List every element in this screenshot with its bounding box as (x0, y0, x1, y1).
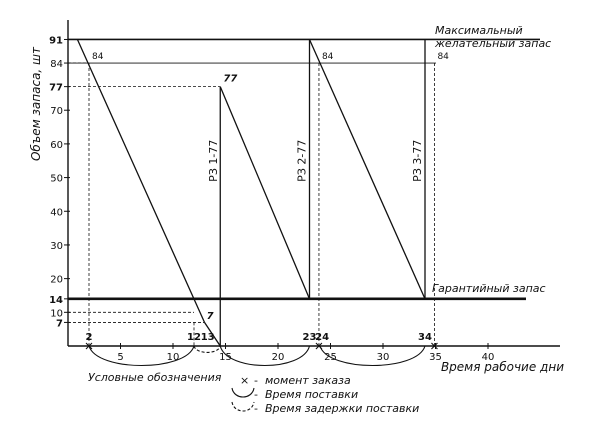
order-cross (431, 342, 438, 350)
x-tick-label: 30 (377, 352, 390, 363)
delivery-time-arc (88, 345, 195, 367)
x-axis-title: Время рабочие дни (441, 360, 564, 374)
x-tick-label: 35 (429, 352, 442, 363)
legend-delay-arc (231, 401, 255, 412)
x-tick-label: 20 (272, 352, 285, 363)
x-tick-label: 10 (167, 352, 180, 363)
y-tick-label: 91 (49, 35, 63, 46)
chart-labels: Объем запаса, шт Время рабочие дни Макси… (29, 24, 564, 374)
y-tick-label: 60 (50, 140, 63, 151)
chart-marks (85, 342, 438, 367)
consumption-line-1 (76, 39, 206, 323)
max-stock-label-line1: Максимальный (435, 24, 523, 37)
x-tick-label: 5 (117, 352, 123, 363)
legend-dash: - (254, 402, 258, 415)
y-tick-label: 7 (56, 318, 63, 329)
legend-cross-symbol: × (240, 374, 249, 387)
reference-lines (68, 38, 540, 346)
legend-dash: - (254, 388, 258, 401)
day-label: 34 (418, 332, 432, 343)
order-point-label: 84 (437, 52, 449, 62)
day-label: 2 (86, 332, 93, 343)
legend-dash: - (254, 374, 258, 387)
y-tick-label: 70 (50, 106, 63, 117)
y-tick-label: 84 (50, 59, 63, 70)
order-point-label: 84 (322, 52, 334, 62)
order-label: РЗ 3-77 (411, 140, 424, 182)
max-stock-label-line2: желательный запас (434, 37, 551, 50)
order-label: РЗ 1-77 (207, 140, 220, 182)
legend: Условные обозначения ×-момент заказа-Вре… (88, 371, 419, 415)
y-tick-label: 40 (50, 207, 63, 218)
y-tick-label: 10 (50, 308, 63, 319)
order-label: РЗ 2-77 (295, 140, 308, 182)
order-point-label: 84 (92, 52, 104, 62)
consumption-line-3 (308, 39, 426, 300)
legend-item-label: Время задержки поставки (265, 402, 419, 415)
day-label: 13 (201, 332, 215, 343)
y-tick-label: 14 (49, 295, 63, 306)
legend-item-label: момент заказа (265, 374, 351, 387)
legend-title: Условные обозначения (88, 371, 222, 384)
day-label: 23 (303, 332, 317, 343)
deficit-line (203, 322, 221, 347)
x-tick-label: 15 (219, 352, 232, 363)
delivery-time-arc (219, 345, 311, 367)
y-tick-label: 20 (50, 275, 63, 286)
y-tick-label: 50 (50, 174, 63, 185)
y-tick-label: 30 (50, 241, 63, 252)
legend-item-label: Время поставки (265, 388, 358, 401)
x-tick-label: 40 (482, 352, 495, 363)
point-label: 77 (223, 74, 237, 85)
guarantee-stock-label: Гарантийный запас (432, 282, 546, 295)
y-axis-title: Объем запаса, шт (29, 46, 43, 161)
day-label: 12 (187, 332, 201, 343)
point-label: 7 (207, 311, 214, 322)
legend-delivery-arc (231, 387, 255, 398)
y-tick-label: 77 (49, 83, 63, 94)
delay-arc (193, 345, 221, 353)
delivery-time-arc (319, 345, 426, 367)
stock-series (76, 39, 426, 347)
consumption-line-2 (219, 86, 311, 300)
day-label: 24 (315, 332, 329, 343)
